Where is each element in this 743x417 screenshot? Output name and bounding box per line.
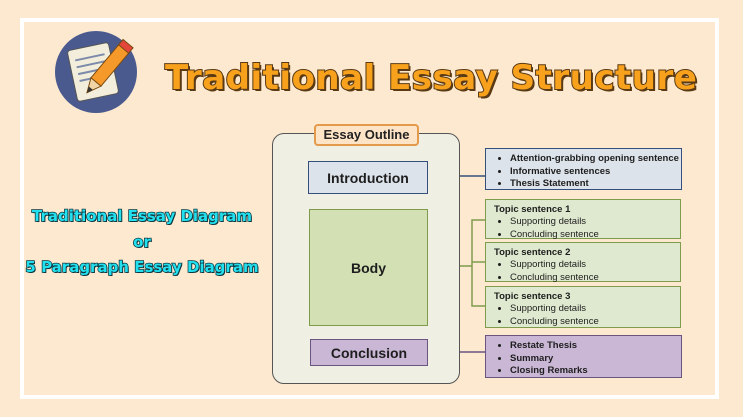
list-item: Concluding sentence: [510, 229, 674, 242]
list-item: Concluding sentence: [510, 272, 674, 285]
list-item: Thesis Statement: [510, 178, 675, 191]
pencil-paper-icon: [54, 30, 138, 114]
body-label: Body: [351, 259, 386, 276]
page-frame: [20, 18, 719, 399]
list-item: Attention-grabbing opening sentence: [510, 153, 679, 166]
list-item: Supporting details: [510, 259, 674, 272]
list-item: Restate Thesis: [510, 340, 675, 353]
list-item: Closing Remarks: [510, 365, 675, 378]
topic-heading: Topic sentence 3: [494, 291, 571, 302]
topic-1-box: Topic sentence 1 Supporting details Conc…: [485, 199, 681, 242]
list-item: Supporting details: [510, 303, 674, 316]
side-text-line-2: or: [132, 232, 151, 252]
topic-3-box: Topic sentence 3 Supporting details Conc…: [485, 286, 681, 328]
list-item: Informative sentences: [510, 166, 675, 179]
list-item: Concluding sentence: [510, 316, 674, 329]
introduction-label: Introduction: [327, 169, 409, 186]
list-item: Summary: [510, 353, 675, 366]
side-text-line-1: Traditional Essay Diagram: [31, 206, 253, 226]
conclusion-section: Conclusion: [310, 339, 428, 366]
page-title: Traditional Essay Structure: [164, 57, 698, 99]
list-item: Supporting details: [510, 216, 674, 229]
topic-heading: Topic sentence 1: [494, 204, 571, 215]
body-section: Body: [309, 209, 428, 326]
introduction-details-box: Attention-grabbing opening sentence Info…: [485, 148, 682, 190]
essay-outline-label: Essay Outline: [314, 124, 419, 146]
introduction-section: Introduction: [308, 161, 428, 194]
side-text-line-3: 5 Paragraph Essay Diagram: [25, 257, 260, 277]
conclusion-details-box: Restate Thesis Summary Closing Remarks: [485, 335, 682, 378]
conclusion-label: Conclusion: [330, 344, 408, 361]
topic-heading: Topic sentence 2: [494, 247, 571, 258]
topic-2-box: Topic sentence 2 Supporting details Conc…: [485, 242, 681, 285]
